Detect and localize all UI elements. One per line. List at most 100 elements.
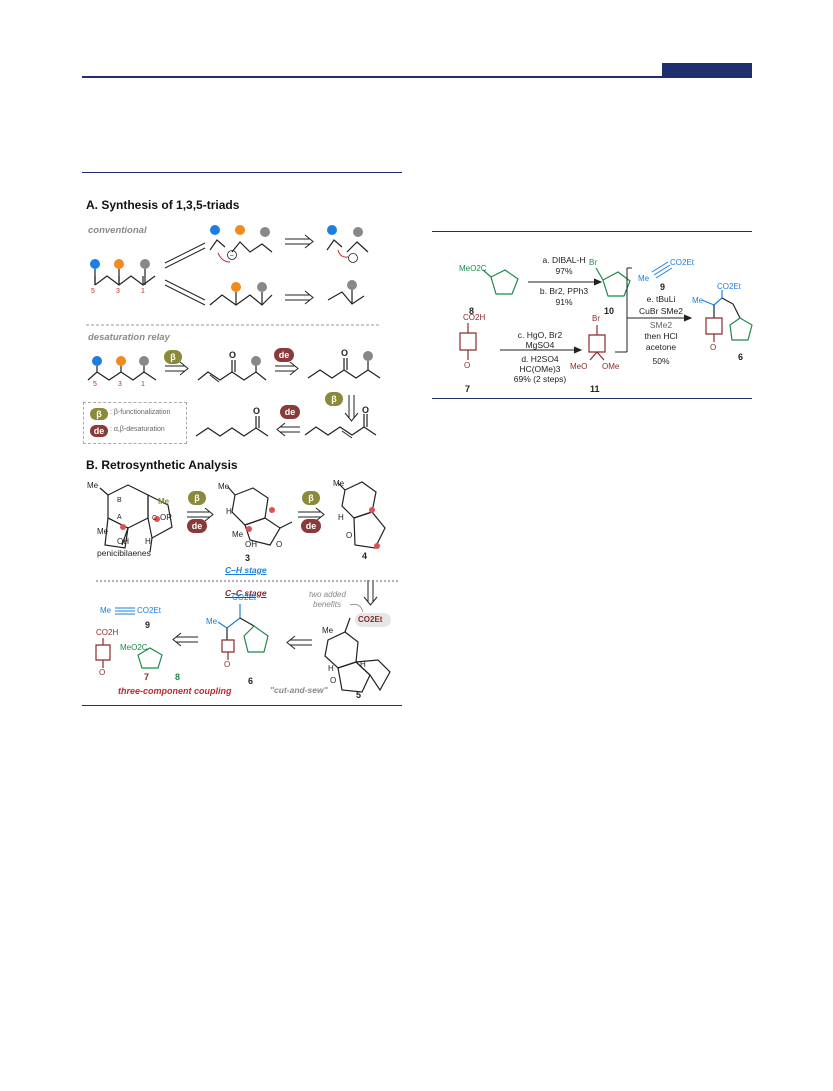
cmpd8-meo2c: MeO2C <box>120 643 148 652</box>
penic-ring-c: C <box>152 515 158 522</box>
penic-ring-a: A <box>117 514 122 521</box>
r-cmpd11-ome: OMe <box>602 362 620 371</box>
legend-box <box>83 402 187 444</box>
cmpd7-label: 7 <box>144 672 150 682</box>
cmpd7-co2h: CO2H <box>96 628 119 637</box>
cmpd6-label: 6 <box>248 676 254 686</box>
pill-de-retro-2: de <box>301 519 321 533</box>
scheme-right-top-rule <box>432 231 752 232</box>
r-cmpd9-me: Me <box>638 274 650 283</box>
r-cmpd11-meo: MeO <box>570 362 588 371</box>
ketone3-o: O <box>341 348 349 358</box>
cmpd6-o: O <box>224 660 231 669</box>
ch-stage: C–H stage <box>225 565 267 575</box>
r-yield-cd: 69% (2 steps) <box>513 374 567 384</box>
r-cond-e5: acetone <box>645 342 677 352</box>
penicibilaenes-label: penicibilaenes <box>97 548 151 558</box>
penic-oh: OH <box>117 537 129 546</box>
cmpd3-label: 3 <box>245 553 251 563</box>
r-cmpd7-co2h: CO2H <box>463 313 486 322</box>
r-cond-d: d. H2SO4 <box>521 354 559 364</box>
penic-h-bottom: H <box>145 537 151 546</box>
relay-num-3: 3 <box>118 381 122 388</box>
r-cond-e2: CuBr SMe2 <box>639 306 683 316</box>
legend-pill-beta: β <box>90 408 108 420</box>
r-cond-c: c. HgO, Br2 <box>517 330 563 340</box>
pill-de-relay-1: de <box>274 348 294 362</box>
triad-num-3: 3 <box>116 288 120 295</box>
pill-beta-relay-2: β <box>325 392 343 406</box>
cmpd3-me: Me <box>218 482 230 491</box>
two-added: two added <box>309 590 346 599</box>
cmpd5-me: Me <box>322 626 334 635</box>
cmpd3-h: H <box>226 507 232 516</box>
three-component: three-component coupling <box>118 686 232 696</box>
legend-de-text: : α,β-desaturation <box>110 426 165 433</box>
cmpd4-o: O <box>346 531 353 540</box>
scheme-left-bottom-rule <box>82 705 402 706</box>
legend-beta-text: : β-functionalization <box>110 409 171 416</box>
triad-num-1: 1 <box>141 288 145 295</box>
r-cmpd7-o: O <box>464 361 471 370</box>
r-yield-e: 50% <box>652 356 670 366</box>
conventional-label: conventional <box>88 225 147 236</box>
cmpd3-me2: Me <box>232 530 244 539</box>
header-rule <box>82 76 752 78</box>
cmpd4-me: Me <box>333 479 345 488</box>
r-cond-b: b. Br2, PPh3 <box>539 286 589 296</box>
scheme-right-bottom-rule <box>432 398 752 399</box>
r-yield-b: 91% <box>555 297 573 307</box>
cmpd5-co2et: CO2Et <box>358 615 383 624</box>
penic-me-green: Me <box>158 497 170 506</box>
r-cond-c2: MgSO4 <box>525 340 555 350</box>
cmpd3-o: O <box>276 540 283 549</box>
relay-label: desaturation relay <box>88 332 170 343</box>
svg-text:−: − <box>230 253 234 260</box>
header-tab <box>662 63 752 77</box>
penic-me-top: Me <box>87 481 99 490</box>
r-cmpd10-br: Br <box>589 258 597 267</box>
pill-de-retro-1: de <box>187 519 207 533</box>
cmpd6-me: Me <box>206 617 218 626</box>
penic-or: OR <box>160 513 172 522</box>
cmpd4-h: H <box>338 513 344 522</box>
cmpd9-label: 9 <box>145 620 151 630</box>
pill-beta-retro-2: β <box>302 491 320 505</box>
penic-ring-b: B <box>117 497 122 504</box>
cmpd3-oh: OH <box>245 540 257 549</box>
r-cmpd6-o: O <box>710 343 717 352</box>
section-a-title: A. Synthesis of 1,3,5-triads <box>86 198 240 212</box>
r-yield-a: 97% <box>555 266 573 276</box>
pill-beta-retro-1: β <box>188 491 206 505</box>
enone-bottom-o: O <box>362 405 370 415</box>
cmpd7-o: O <box>99 668 106 677</box>
r-cmpd6-label: 6 <box>738 352 744 362</box>
section-b-title: B. Retrosynthetic Analysis <box>86 458 238 472</box>
r-cond-e4: then HCl <box>644 331 678 341</box>
r-cmpd9-label: 9 <box>660 282 666 292</box>
r-cond-e3: SMe2 <box>649 320 673 330</box>
pill-de-relay-2: de <box>280 405 300 419</box>
pill-beta-relay-1: β <box>164 350 182 364</box>
legend-pill-de: de <box>90 425 108 437</box>
relay-num-1: 1 <box>141 381 145 388</box>
product-ketone-o: O <box>253 406 261 416</box>
relay-num-5: 5 <box>93 381 97 388</box>
r-cond-a: a. DIBAL-H <box>542 255 586 265</box>
benefits: benefits <box>313 600 342 609</box>
r-cmpd11-br: Br <box>592 314 600 323</box>
r-cmpd6-me: Me <box>692 296 704 305</box>
r-cmpd10-label: 10 <box>604 306 615 316</box>
r-cmpd8-meo2c: MeO2C <box>459 264 487 273</box>
r-cmpd11-label: 11 <box>590 384 600 394</box>
cmpd9-co2et: CO2Et <box>137 606 162 615</box>
penic-me-bottom: Me <box>97 527 109 536</box>
cmpd5-o: O <box>330 676 337 685</box>
cmpd4-label: 4 <box>362 551 368 561</box>
r-cond-d2: HC(OMe)3 <box>519 364 561 374</box>
r-cond-e: e. tBuLi <box>646 294 676 304</box>
r-cmpd9-co2et: CO2Et <box>670 258 695 267</box>
